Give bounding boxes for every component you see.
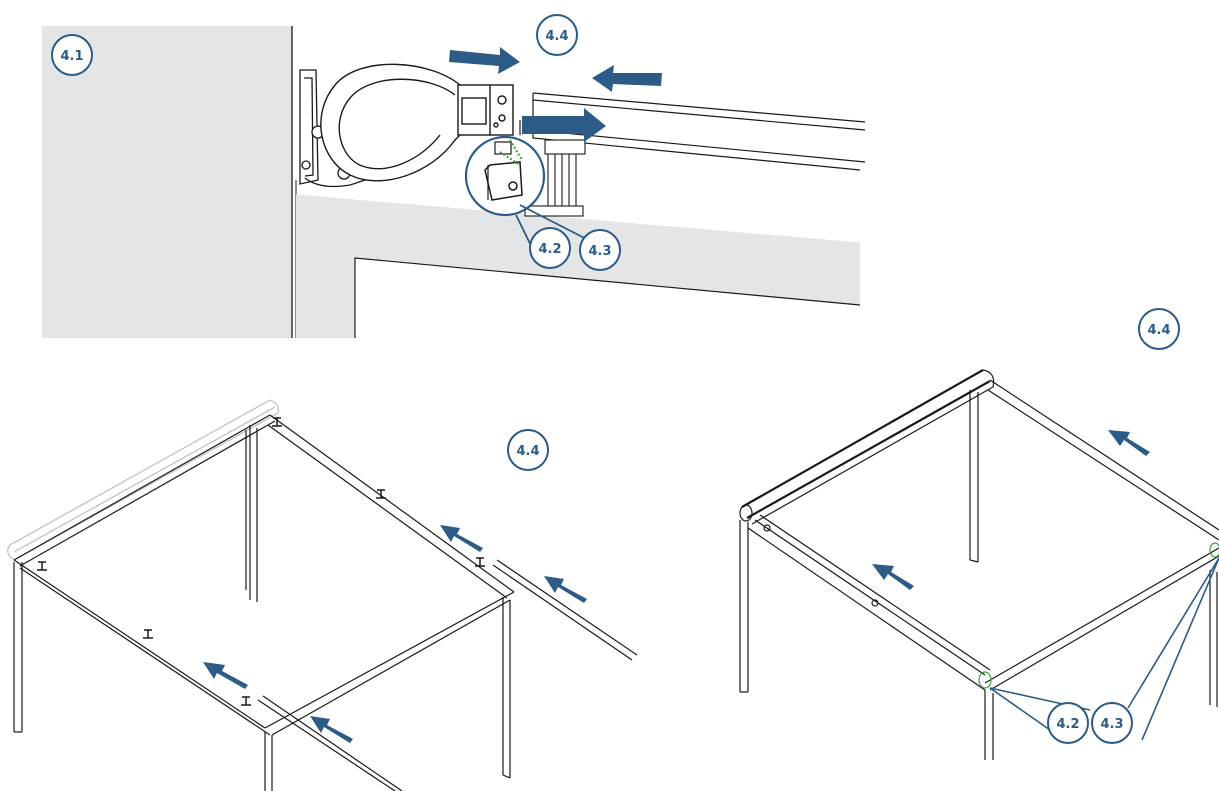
badge-label: 4.1	[60, 49, 83, 64]
arrow-icon	[544, 576, 587, 603]
detail-magnifier	[464, 135, 601, 265]
badge-label: 4.4	[516, 444, 539, 459]
wall-block	[42, 26, 292, 338]
rail-connectors	[524, 139, 586, 217]
arrow-icon	[310, 716, 353, 743]
badge-4-3-right: 4.3	[1091, 702, 1133, 744]
badge-4-1: 4.1	[51, 34, 93, 76]
badge-label: 4.4	[1147, 323, 1170, 338]
badge-4-4-left: 4.4	[507, 429, 549, 471]
hook-arm	[320, 63, 514, 182]
badge-4-4-top: 4.4	[536, 14, 578, 56]
badge-label: 4.2	[538, 242, 561, 257]
lintel-beam	[296, 195, 860, 338]
badge-4-2-right: 4.2	[1047, 702, 1089, 744]
arrow-icon	[522, 108, 606, 142]
arrow-icon	[1108, 430, 1150, 456]
lintel-inner-edge	[354, 257, 861, 338]
badge-label: 4.3	[588, 244, 611, 259]
arrow-icon	[440, 525, 483, 552]
badge-label: 4.4	[545, 29, 568, 44]
arrow-icon	[592, 65, 662, 92]
badge-4-2-detail: 4.2	[529, 227, 571, 269]
arrow-icon	[203, 662, 248, 689]
top-detail-panel	[42, 26, 866, 338]
right-frame-assembly	[739, 369, 1219, 760]
badge-4-4-right: 4.4	[1138, 308, 1180, 350]
badge-4-3-detail: 4.3	[579, 229, 621, 271]
lintel-outline	[295, 194, 861, 244]
frame-clips	[37, 417, 485, 706]
wall-bracket	[299, 69, 391, 188]
ghost-roller	[7, 399, 279, 561]
badge-label: 4.2	[1056, 717, 1079, 732]
badge-label: 4.3	[1100, 717, 1123, 732]
arrow-icon	[449, 47, 520, 74]
arrow-icon	[872, 564, 914, 590]
left-frame-assembly	[7, 399, 638, 791]
